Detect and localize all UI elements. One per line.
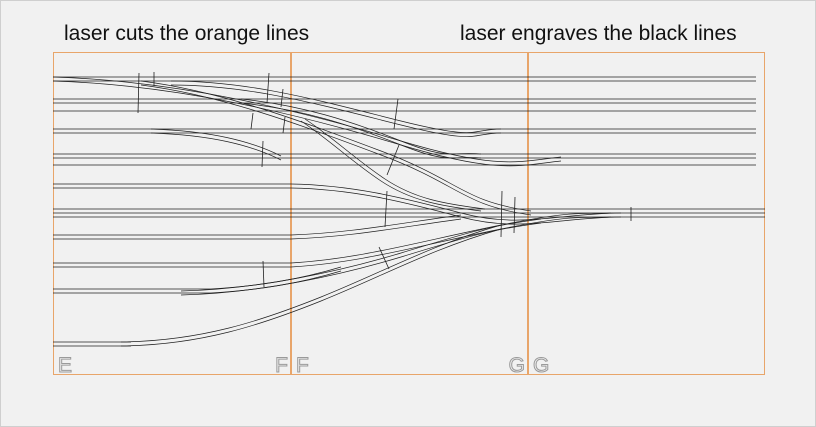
track-curve [150,132,282,161]
cut-lines-caption: laser cuts the orange lines [64,22,310,45]
track-curve [140,80,532,212]
panel-f-right-label: G [508,354,525,377]
track-curve [52,80,562,167]
track-curve [290,183,622,221]
panel-e: E F [53,52,291,377]
panel-g: G [528,52,765,377]
track-curve [240,98,482,155]
track-curve [290,187,622,225]
switch-mark [282,116,286,134]
track-curve [290,212,612,264]
track-curve [140,84,532,216]
switch-mark [386,144,400,176]
switch-mark [262,260,265,288]
track-curve [290,214,462,236]
track-curve [240,102,482,159]
track-curve [210,266,342,290]
switch-mark [500,190,503,238]
track-curve [120,224,502,343]
track-curve [290,216,612,268]
switch-mark [378,246,390,270]
track-curve [150,128,282,157]
switch-mark [384,190,388,228]
panel-f: F G [291,52,528,377]
panel-g-left-label: G [532,354,550,377]
panel-e-right-label: F [275,354,289,377]
track-curve [120,228,502,347]
switch-mark [513,196,516,234]
track-curve [304,118,486,210]
engrave-lines-caption: laser engraves the black lines [460,22,737,45]
track-curve [170,80,502,133]
switch-mark [266,72,270,104]
switch-mark [250,112,254,130]
track-curve [210,270,342,294]
track-curve [290,218,462,240]
track-curve [170,84,502,137]
switch-mark [280,88,284,108]
track-curve [300,120,482,212]
switch-mark [261,140,264,168]
panel-f-left-label: F [296,354,310,377]
switch-mark [393,98,399,130]
switch-mark [137,72,140,114]
track-curve [52,76,562,163]
panel-e-left-label: E [57,354,73,377]
